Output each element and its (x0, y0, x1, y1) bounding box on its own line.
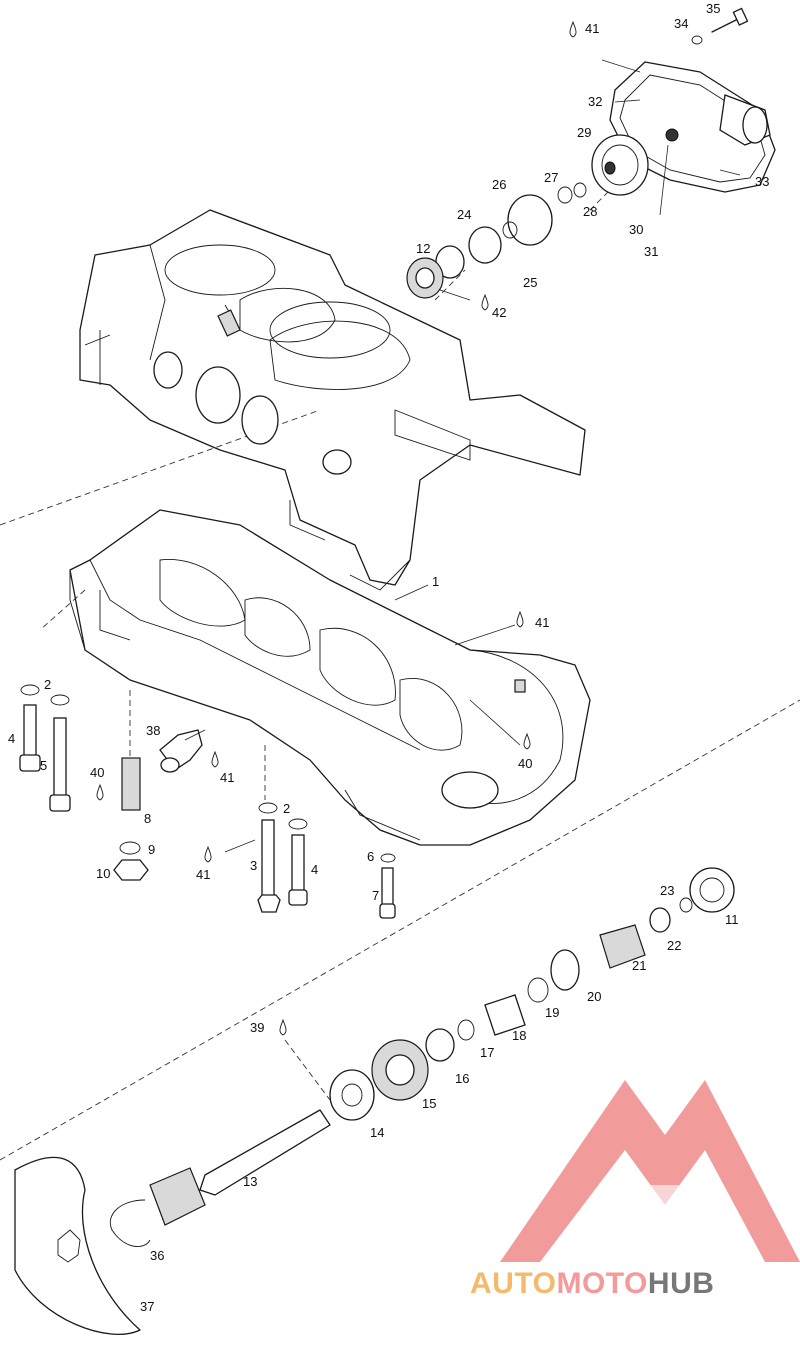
drop-icon (96, 783, 104, 801)
callout-41: 41 (535, 615, 549, 630)
automotohub-logo (500, 1080, 800, 1262)
callout-31: 31 (644, 244, 658, 259)
callout-9: 9 (148, 842, 155, 857)
watermark-auto: AUTO (470, 1267, 556, 1300)
drop-icon (516, 610, 524, 628)
upper-crankcase (79, 209, 586, 591)
callout-22: 22 (667, 938, 681, 953)
callout-42: 42 (492, 305, 506, 320)
callout-11: 11 (725, 912, 739, 927)
callout-25: 25 (523, 275, 537, 290)
callout-24: 24 (457, 207, 471, 222)
callout-13: 13 (243, 1174, 257, 1189)
callout-20: 20 (587, 989, 601, 1004)
callout-35: 35 (706, 1, 720, 16)
callout-17: 17 (480, 1045, 494, 1060)
lubrication-marks (96, 20, 577, 1036)
drop-icon (569, 20, 577, 38)
drop-icon (279, 1018, 287, 1036)
dashed-guides (0, 179, 800, 1161)
left-fasteners (19, 684, 396, 919)
callout-28: 28 (583, 204, 597, 219)
callout-16: 16 (455, 1071, 469, 1086)
shaft-assembly (14, 867, 735, 1335)
callout-40: 40 (518, 756, 532, 771)
callout-4: 4 (8, 731, 15, 746)
callout-7: 7 (372, 888, 379, 903)
callout-14: 14 (370, 1125, 384, 1140)
callout-12: 12 (416, 241, 430, 256)
callout-6: 6 (367, 849, 374, 864)
callout-4: 4 (311, 862, 318, 877)
callout-19: 19 (545, 1005, 559, 1020)
callout-2: 2 (44, 677, 51, 692)
callout-38: 38 (146, 723, 160, 738)
callout-2: 2 (283, 801, 290, 816)
callout-3: 3 (250, 858, 257, 873)
callout-18: 18 (512, 1028, 526, 1043)
callout-30: 30 (629, 222, 643, 237)
callout-10: 10 (96, 866, 110, 881)
leader-lines (184, 59, 741, 853)
water-pump-assembly (406, 7, 776, 299)
callout-8: 8 (144, 811, 151, 826)
callout-41: 41 (585, 21, 599, 36)
callout-29: 29 (577, 125, 591, 140)
callout-40: 40 (90, 765, 104, 780)
callout-36: 36 (150, 1248, 164, 1263)
callout-37: 37 (140, 1299, 154, 1314)
triangle-logo-icon (500, 1080, 800, 1262)
callout-1: 1 (432, 574, 439, 589)
callout-15: 15 (422, 1096, 436, 1111)
callout-21: 21 (632, 958, 646, 973)
callout-27: 27 (544, 170, 558, 185)
callout-34: 34 (674, 16, 688, 31)
callout-32: 32 (588, 94, 602, 109)
callout-23: 23 (660, 883, 674, 898)
callout-labels: 1 2 2 3 4 4 5 6 7 8 9 10 11 12 13 14 15 … (8, 1, 769, 1314)
watermark-moto: MOTO (556, 1267, 647, 1300)
callout-41: 41 (196, 867, 210, 882)
drop-icon (481, 293, 489, 311)
callout-26: 26 (492, 177, 506, 192)
callout-39: 39 (250, 1020, 264, 1035)
drop-icon (204, 845, 212, 863)
watermark-text: AUTOMOTOHUB (470, 1267, 714, 1300)
drop-icon (523, 732, 531, 750)
drop-icon (211, 750, 219, 768)
watermark-hub: HUB (648, 1267, 715, 1300)
callout-5: 5 (40, 758, 47, 773)
callout-41: 41 (220, 770, 234, 785)
lower-crankcase (69, 509, 591, 846)
callout-33: 33 (755, 174, 769, 189)
